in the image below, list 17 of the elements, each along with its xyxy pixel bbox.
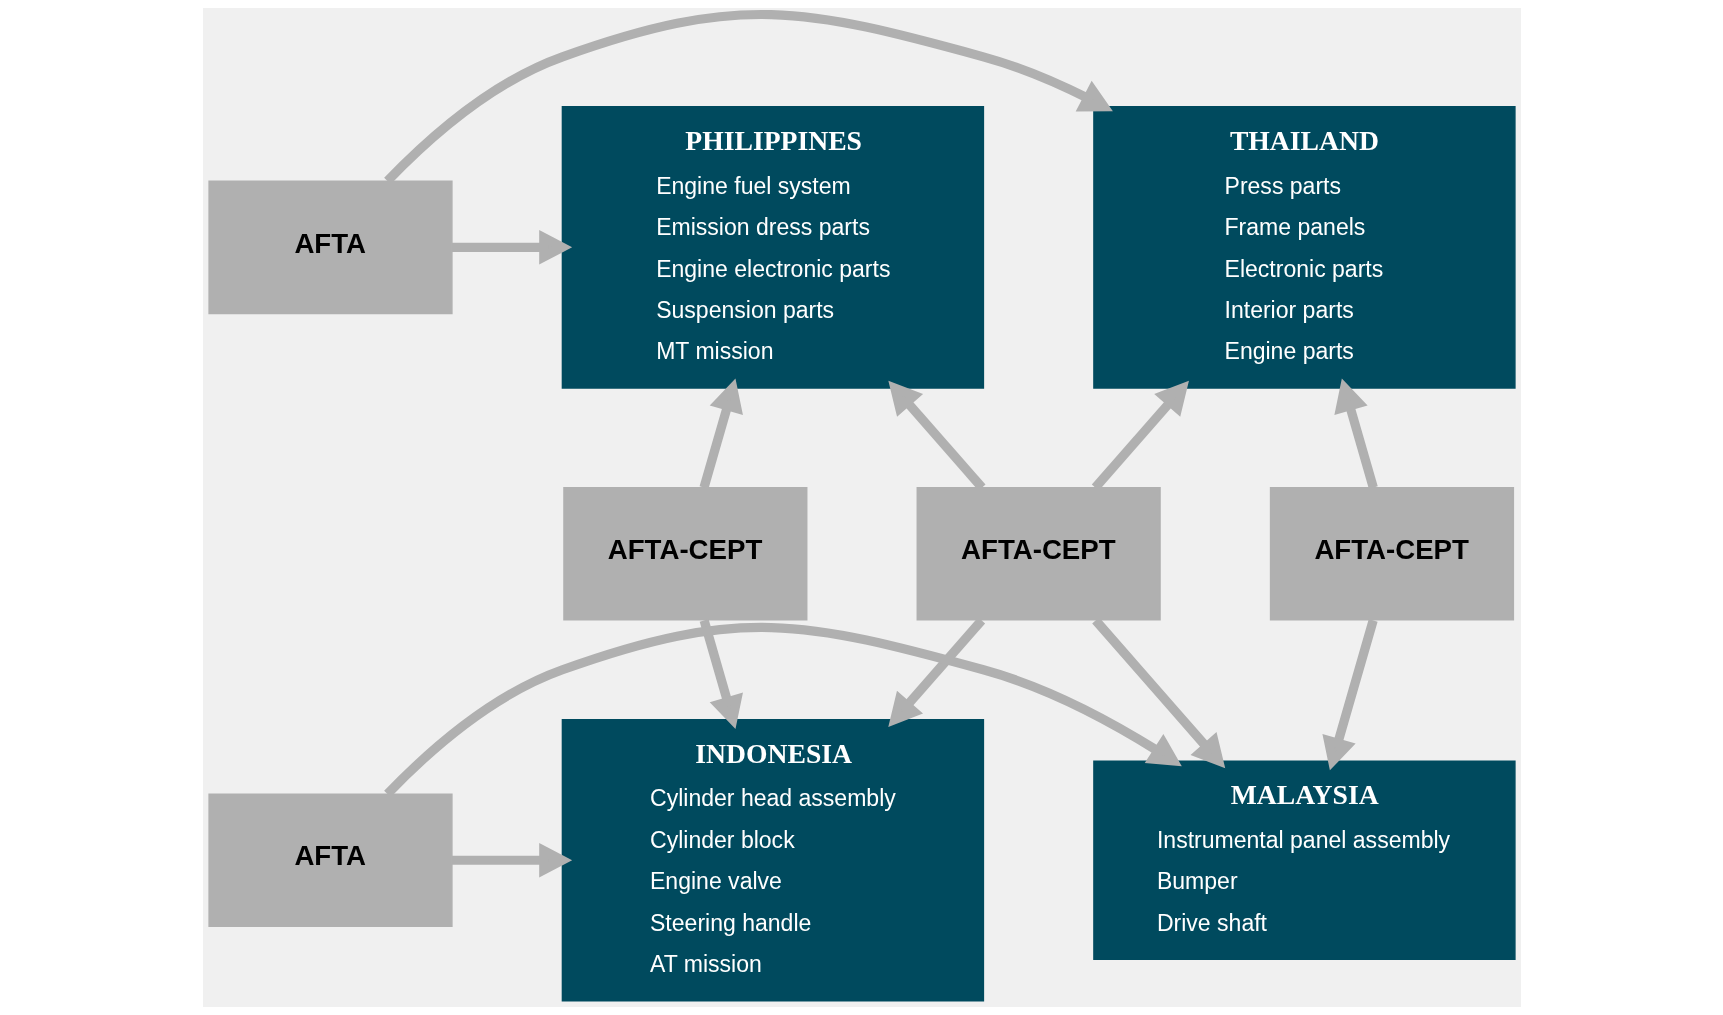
arrow	[699, 619, 743, 730]
node-box: PHILIPPINES Engine fuel system Emission dress parts Engine electronic parts Suspension parts MT mission	[561, 106, 984, 389]
arrow	[1333, 378, 1378, 489]
node-box: MALAYSIA Instrumental panel assembly Bumper Drive shaft	[1092, 760, 1516, 961]
arrow	[1321, 619, 1378, 771]
arrow	[1091, 617, 1225, 769]
node-box: AFTA-CEPT	[916, 486, 1161, 621]
node-box: INDONESIA Cylinder head assembly Cylinder block Engine valve Steering handle AT mission	[561, 718, 984, 1002]
node-box: AFTA-CEPT	[1269, 486, 1514, 621]
arrow	[887, 617, 985, 727]
node-box: THAILAND Press parts Frame panels Electronic parts Interior parts Engine parts	[1092, 106, 1516, 389]
node-box: AFTA	[207, 793, 453, 928]
arrow	[451, 842, 572, 878]
arrow	[451, 230, 572, 265]
arrow	[699, 378, 743, 489]
node-box: AFTA-CEPT	[562, 486, 807, 621]
node-box: AFTA	[207, 180, 453, 315]
